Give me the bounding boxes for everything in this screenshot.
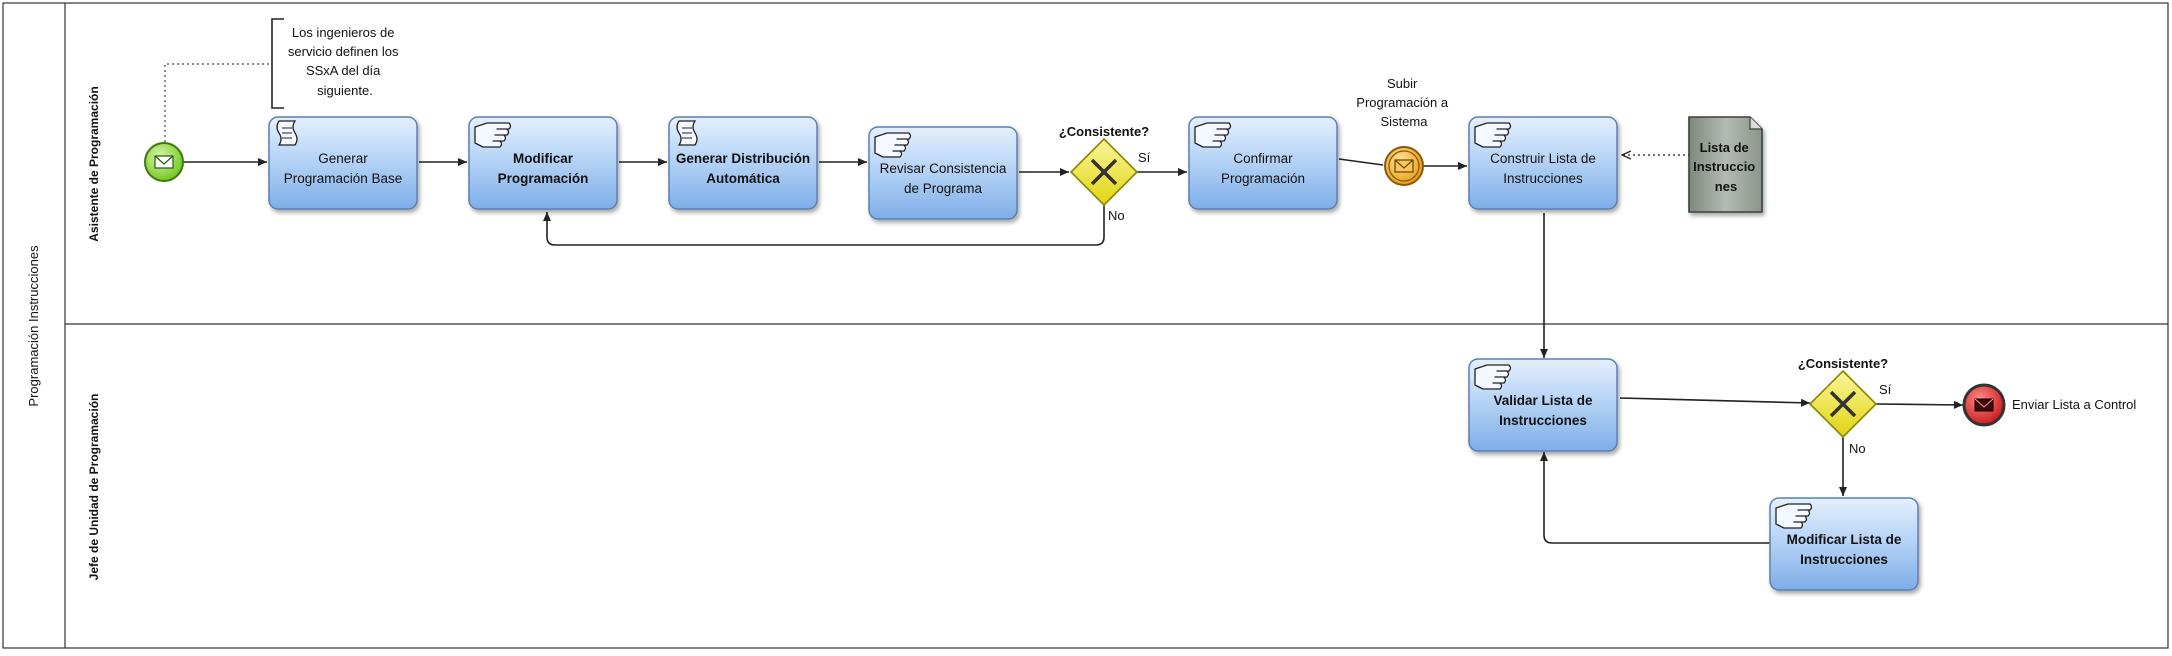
svg-text:Lista de Instruccio: Lista de Instruccio nes	[1693, 140, 1759, 194]
gateway-question: ¿Consistente?	[1798, 356, 1888, 371]
annotation-line: siguiente.	[317, 83, 373, 98]
data-object-label: Instruccio	[1693, 159, 1755, 174]
data-object-label: nes	[1715, 179, 1737, 194]
annotation-line: servicio definen los	[288, 44, 399, 59]
end-event-label: Enviar Lista a Control	[2012, 397, 2136, 412]
gateway-no-label: No	[1849, 441, 1866, 456]
manual-hand-icon	[1474, 364, 1512, 390]
manual-hand-icon	[474, 122, 512, 148]
start-event[interactable]	[144, 142, 184, 182]
pool-label: Programación Instrucciones	[26, 245, 41, 407]
data-object[interactable]: Lista de Instruccio nes	[1688, 116, 1763, 213]
annotation-line: Los ingenieros de	[292, 25, 395, 40]
data-object-label: Lista de	[1700, 140, 1749, 155]
manual-hand-icon	[1474, 122, 1512, 148]
gateway-question: ¿Consistente?	[1059, 124, 1149, 139]
gateway-no-label: No	[1108, 208, 1125, 223]
script-icon	[276, 120, 298, 146]
envelope-icon	[154, 155, 174, 169]
svg-text:Los ingenieros de servic: Los ingenieros de servicio definen los S…	[288, 25, 402, 98]
close-x-icon	[1829, 390, 1857, 418]
close-x-icon	[1090, 158, 1118, 186]
exclusive-gateway[interactable]	[1069, 137, 1139, 207]
envelope-icon	[1394, 159, 1414, 173]
exclusive-gateway[interactable]	[1808, 369, 1878, 439]
envelope-icon	[1974, 398, 1994, 412]
end-message-event[interactable]	[1962, 383, 2006, 427]
gateway-yes-label: Sí	[1879, 382, 1892, 397]
annotation-line: SSxA del día	[306, 63, 381, 78]
sequence-flows	[184, 158, 1964, 544]
intermediate-message-event[interactable]	[1384, 146, 1424, 186]
manual-hand-icon	[874, 132, 912, 158]
gateway-yes-label: Sí	[1138, 150, 1151, 165]
manual-hand-icon	[1194, 122, 1232, 148]
intermediate-event-label: Subir Programación a Sistema	[1356, 76, 1451, 129]
lane-label-jefe: Jefe de Unidad de Programación	[87, 394, 101, 581]
manual-hand-icon	[1775, 503, 1813, 529]
script-icon	[676, 120, 698, 146]
text-annotation: Los ingenieros de servicio definen los S…	[164, 18, 402, 147]
lane-label-asistente: Asistente de Programación	[87, 86, 101, 241]
